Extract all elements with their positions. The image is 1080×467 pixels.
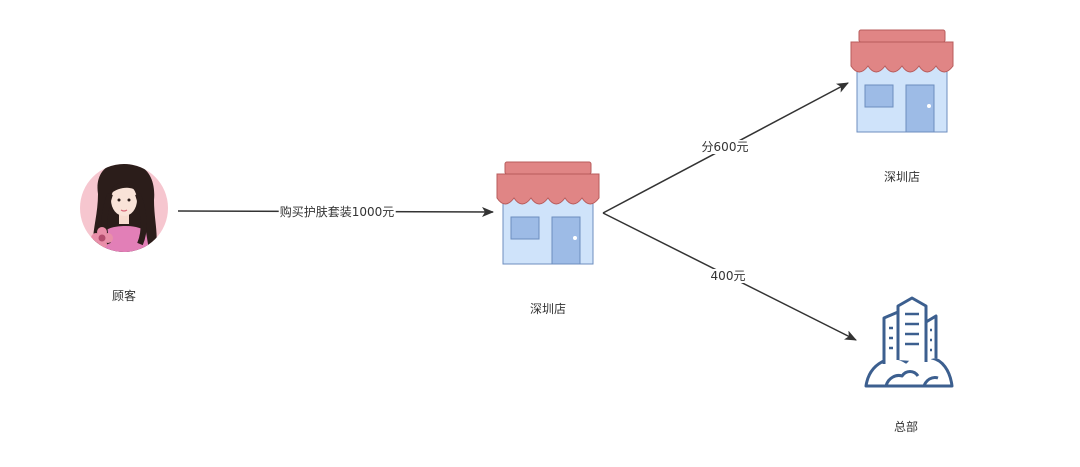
office-building-icon	[864, 296, 954, 388]
headquarters-label: 总部	[893, 420, 918, 434]
branch-store-label: 深圳店	[883, 170, 920, 184]
shenzhen-store-label: 深圳店	[529, 302, 566, 316]
customer-avatar-icon	[80, 164, 168, 252]
customer-label: 顾客	[111, 289, 136, 303]
store-icon	[496, 161, 600, 265]
purchase-edge-label: 购买护肤套装1000元	[278, 205, 396, 219]
hq-share-edge-label: 400元	[709, 269, 747, 283]
branch-share-edge-label: 分600元	[700, 140, 750, 154]
store-icon	[850, 29, 954, 133]
